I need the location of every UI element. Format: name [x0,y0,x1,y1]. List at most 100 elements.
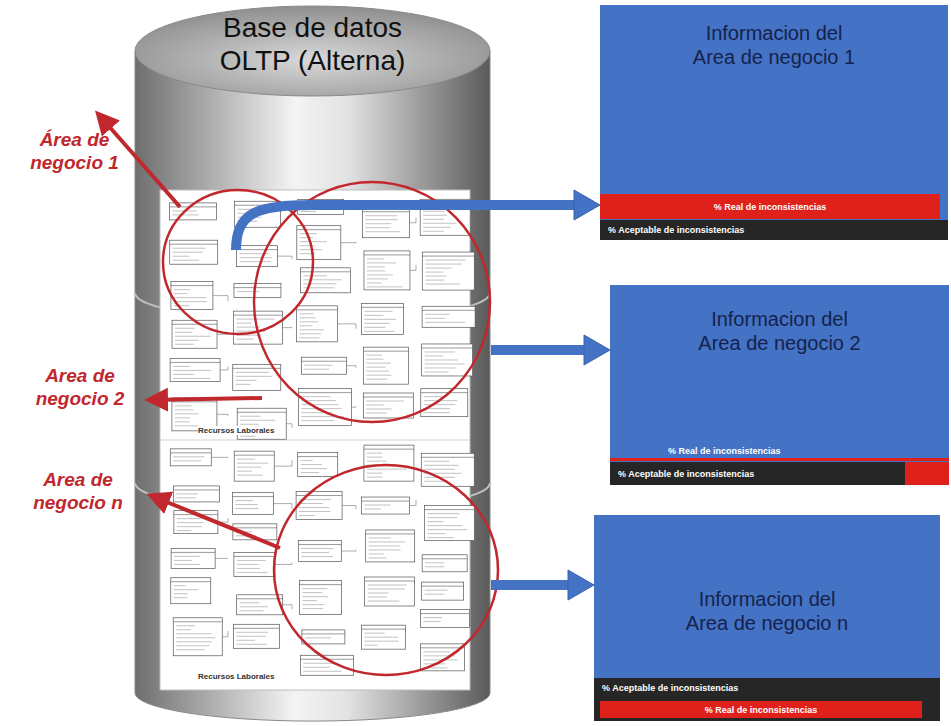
area-pointer [152,496,280,548]
er-table-header [422,558,467,559]
er-field [174,589,198,590]
er-field [365,215,397,216]
er-table-header [171,552,215,553]
er-field [299,511,330,512]
er-field [303,671,341,672]
er-table-header [365,581,415,582]
er-table-header [364,449,414,450]
er-table-header [237,412,286,413]
er-relation [342,506,356,510]
flow-arrow-line [491,345,586,355]
er-relation [409,217,416,222]
er-field [236,632,268,633]
er-field [173,456,204,457]
er-field [366,401,404,402]
er-field [301,460,313,461]
er-field [364,331,394,332]
er-table-header [171,581,211,582]
er-field [240,602,260,603]
er-table [170,358,220,381]
er-relation [274,460,292,466]
er-table [361,625,405,649]
er-table-header [170,362,220,363]
er-field [369,545,400,546]
er-field [427,529,467,530]
er-table-header [237,598,283,599]
er-table-header [173,489,219,490]
er-table-header [172,324,217,325]
er-field [303,279,341,280]
er-field [427,525,462,526]
er-table [422,252,474,290]
er-table-header [363,351,408,352]
er-table-header [363,397,413,398]
er-field [240,606,268,607]
er-table-header [296,495,342,496]
panel-title-wrap: Informacion del Area de negocio n [594,587,940,635]
er-field [237,291,260,292]
er-relation [215,558,228,559]
er-field [365,231,400,232]
panel-title: Informacion del Area de negocio 2 [694,307,866,355]
panel-title: Informacion del Area de negocio n [681,587,853,635]
er-table-header [237,249,278,250]
area-circle [254,182,490,422]
er-field [237,323,252,324]
area-label: Area de negocio n [22,468,134,514]
area-circle [274,465,498,675]
flow-arrow [491,335,610,365]
er-field [425,363,465,364]
er-table-header [172,401,217,402]
er-field [304,369,329,370]
er-field [301,464,322,465]
er-table [234,552,275,576]
er-table [299,581,341,615]
er-field [369,557,387,558]
er-field [175,425,198,426]
er-field [173,460,201,461]
er-field [237,471,252,472]
er-table-header [296,309,337,310]
er-field [368,597,387,598]
er-field [237,463,268,464]
er-table [365,577,415,606]
er-field [369,549,401,550]
flow-arrow-line [236,205,576,250]
er-field [237,564,259,565]
er-field [423,219,444,220]
er-field [302,596,328,597]
er-field [176,493,198,494]
er-field [299,313,313,314]
er-table-header [297,229,341,230]
er-field [299,337,319,338]
er-field [425,359,458,360]
er-field [176,649,205,650]
er-table-header [424,509,474,510]
er-table [424,506,474,541]
er-field [301,556,333,557]
er-field [174,301,207,302]
er-table [301,357,346,374]
er-field [367,262,396,263]
er-field [364,637,397,638]
er-field [367,477,383,478]
er-field [299,515,315,516]
er-field [174,297,206,298]
er-relation [220,367,228,370]
er-table [237,246,278,267]
er-relation [273,504,292,509]
er-table-header [299,584,341,585]
er-relation [341,242,356,243]
er-table-header [170,244,218,245]
er-field [305,637,331,638]
er-field [369,553,384,554]
er-field [423,617,442,618]
er-field [236,384,251,385]
er-field [367,469,407,470]
er-field [235,500,253,501]
er-table [302,630,345,644]
er-field [424,412,450,413]
er-field [366,375,391,376]
acceptable-bar: % Aceptable de inconsistencias [610,462,949,485]
er-field [364,645,377,646]
